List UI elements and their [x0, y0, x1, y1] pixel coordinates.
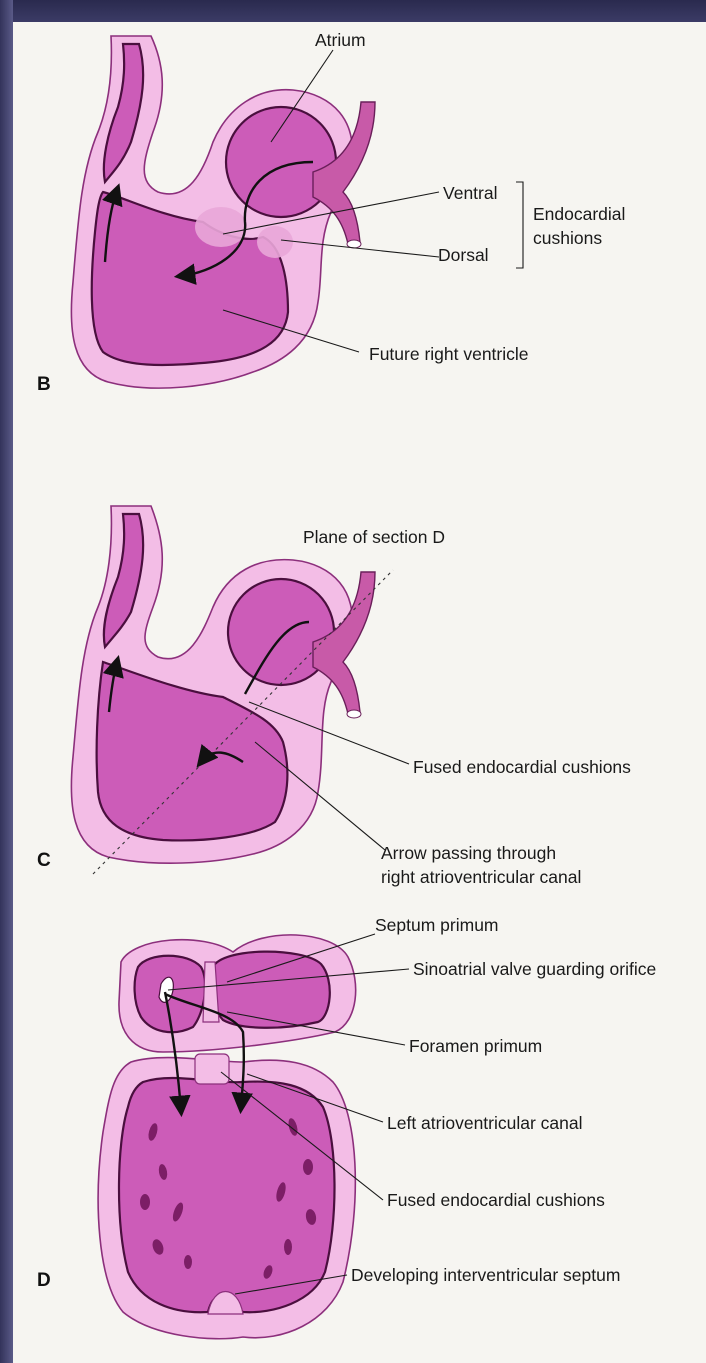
panel-b: Atrium Ventral Dorsal Endocardial cushio… [37, 30, 625, 395]
figure-page: Atrium Ventral Dorsal Endocardial cushio… [13, 22, 706, 1363]
label-arrow-line1: Arrow passing through [381, 843, 556, 863]
panel-letter-c: C [37, 850, 51, 871]
vessel-opening-c [347, 710, 361, 718]
label-ventral: Ventral [443, 183, 497, 203]
label-plane-of-section: Plane of section D [303, 527, 445, 547]
label-developing-septum: Developing interventricular septum [351, 1265, 620, 1285]
panel-letter-d: D [37, 1270, 51, 1291]
label-sinoatrial-valve: Sinoatrial valve guarding orifice [413, 959, 656, 979]
panel-d: Septum primum Sinoatrial valve guarding … [37, 915, 656, 1339]
label-atrium: Atrium [315, 30, 366, 50]
fused-cushions-d [195, 1054, 229, 1084]
ventricle-lumen-d [119, 1078, 335, 1312]
label-septum-primum: Septum primum [375, 915, 499, 935]
slide-frame-top [0, 0, 706, 22]
label-fused-cushions-c: Fused endocardial cushions [413, 757, 631, 777]
label-dorsal: Dorsal [438, 245, 489, 265]
label-future-right-ventricle: Future right ventricle [369, 344, 529, 364]
label-left-av-canal: Left atrioventricular canal [387, 1113, 583, 1133]
heart-development-figure: Atrium Ventral Dorsal Endocardial cushio… [13, 22, 706, 1363]
label-fused-cushions-d: Fused endocardial cushions [387, 1190, 605, 1210]
label-cushions: cushions [533, 228, 602, 248]
label-endocardial: Endocardial [533, 204, 625, 224]
ventral-cushion-b [195, 207, 247, 247]
slide-frame-left [0, 0, 13, 1363]
label-arrow-line2: right atrioventricular canal [381, 867, 581, 887]
label-foramen-primum: Foramen primum [409, 1036, 542, 1056]
panel-c: Plane of section D Fused endocardial cus… [37, 506, 631, 887]
panel-letter-b: B [37, 374, 51, 395]
dorsal-cushion-b [257, 226, 293, 258]
left-atrium-lumen-d [211, 952, 330, 1028]
